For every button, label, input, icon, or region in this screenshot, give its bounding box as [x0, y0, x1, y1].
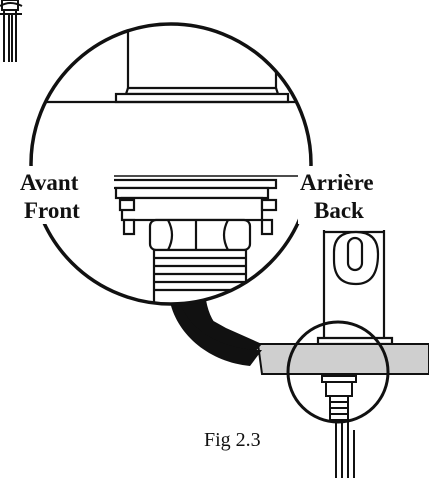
label-back-fr: Arrière	[300, 170, 374, 195]
countertop	[256, 343, 429, 375]
faucet-overview	[316, 230, 394, 346]
detail-circle	[29, 22, 313, 306]
label-front-en: Front	[24, 198, 80, 223]
figure-caption: Fig 2.3	[204, 429, 261, 451]
zoom-arrow-body	[170, 296, 262, 366]
faucet-under-parts	[321, 375, 357, 478]
faucet-fragment-topleft	[0, 0, 23, 62]
zoom-arrow	[176, 300, 262, 362]
magnify-source-circle	[286, 320, 390, 424]
label-front-fr: Avant	[20, 170, 79, 195]
label-back-en: Back	[314, 198, 364, 223]
